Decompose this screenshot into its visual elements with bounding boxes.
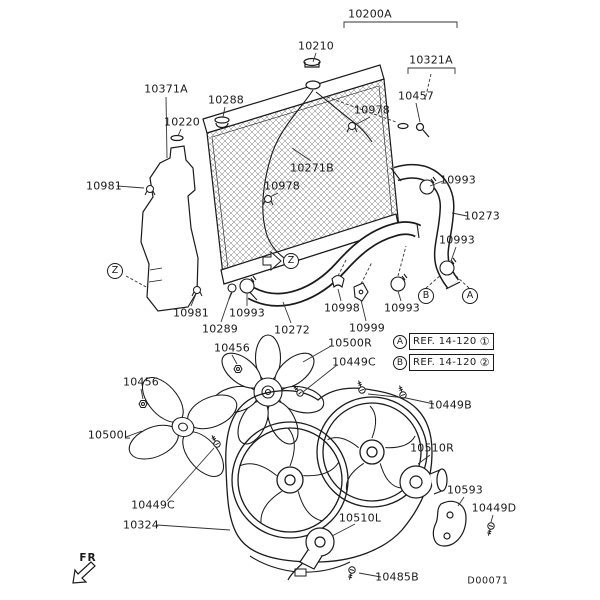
ref-b-sheet-number: ② — [479, 356, 490, 369]
part-label-10981-a: 10981 — [86, 179, 122, 193]
front-direction-arrow-icon — [72, 561, 96, 584]
part-label-10449c-a: 10449C — [332, 355, 376, 369]
part-label-10220: 10220 — [164, 115, 200, 129]
part-label-10993-b: 10993 — [439, 233, 475, 247]
bolt-10449d — [484, 521, 496, 537]
part-label-10456-a: 10456 — [214, 341, 250, 355]
part-label-10456-b: 10456 — [123, 375, 159, 389]
view-marker-b: B — [418, 288, 434, 304]
ref-note-a: A REF. 14-120 ① — [393, 333, 494, 350]
view-z-arrow-icon — [262, 250, 282, 272]
ref-b-key-icon: B — [393, 355, 407, 370]
part-label-10273: 10273 — [464, 209, 500, 223]
front-direction-label: FR — [79, 552, 97, 564]
part-label-10200a: 10200A — [348, 7, 392, 21]
lower-hose — [244, 221, 422, 307]
motor-bottom-10510l — [287, 527, 335, 581]
clamp-10993-d — [390, 273, 408, 292]
leader-lines — [116, 21, 494, 578]
part-label-10321a: 10321A — [409, 53, 453, 67]
valve-10457 — [415, 122, 430, 138]
part-label-10485b: 10485B — [375, 570, 419, 584]
reservoir-tank — [140, 134, 199, 312]
part-label-10324: 10324 — [123, 518, 159, 532]
view-marker-z1: Z — [107, 263, 123, 279]
fan-right — [211, 334, 325, 445]
part-label-10500l: 10500L — [87, 428, 131, 442]
part-label-10510r: 10510R — [410, 441, 454, 455]
bolt-10485b — [345, 565, 357, 581]
part-label-10993-d: 10993 — [384, 301, 420, 315]
radiator — [202, 57, 430, 285]
overflow-tube — [262, 89, 314, 263]
washer-10321a — [397, 122, 409, 130]
part-label-10371a: 10371A — [144, 82, 188, 96]
part-label-10998: 10998 — [324, 301, 360, 315]
part-label-10272: 10272 — [274, 323, 310, 337]
part-label-10978-a: 10978 — [354, 103, 390, 117]
ref-b-box: REF. 14-120 ② — [409, 354, 494, 371]
fan-shroud — [225, 387, 433, 577]
clip-10998 — [331, 274, 345, 289]
dashed-lines — [125, 73, 470, 289]
part-label-10993-a: 10993 — [440, 173, 476, 187]
part-label-10449b: 10449B — [428, 398, 472, 412]
nut-10456-a — [233, 365, 243, 373]
ref-note-b: B REF. 14-120 ② — [393, 354, 494, 371]
part-label-10500r: 10500R — [328, 336, 372, 350]
part-label-10288: 10288 — [208, 93, 244, 107]
cap-10288 — [214, 116, 230, 129]
part-label-10271b: 10271B — [290, 161, 334, 175]
drain-plug-10289 — [227, 283, 237, 300]
bracket-10999 — [353, 282, 369, 302]
part-label-10993-c: 10993 — [229, 306, 265, 320]
part-label-10999: 10999 — [349, 321, 385, 335]
part-label-10210: 10210 — [298, 39, 334, 53]
harness-connector — [294, 568, 307, 577]
part-label-10289: 10289 — [202, 322, 238, 336]
nut-10456-b — [138, 400, 148, 408]
ref-a-key-icon: A — [393, 334, 407, 349]
ref-a-sheet-number: ① — [479, 335, 490, 348]
ref-a-box: REF. 14-120 ① — [409, 333, 494, 350]
part-label-10457: 10457 — [398, 89, 434, 103]
bolt-10449b-a — [355, 379, 367, 395]
ref-a-text: REF. 14-120 — [413, 336, 477, 347]
radiator-cap-10210 — [303, 57, 321, 68]
part-label-10510l: 10510L — [338, 511, 382, 525]
part-label-10978-b: 10978 — [264, 179, 300, 193]
upper-hose — [390, 163, 461, 290]
motor-right-10510r — [399, 465, 448, 499]
diagram-code: D00071 — [467, 575, 509, 587]
part-label-10981-b: 10981 — [173, 306, 209, 320]
part-label-10449c-b: 10449C — [131, 498, 175, 512]
ref-b-text: REF. 14-120 — [413, 357, 477, 368]
part-label-10449d: 10449D — [471, 501, 517, 515]
view-marker-a: A — [462, 288, 478, 304]
fan-left — [128, 377, 238, 477]
filler-neck — [305, 80, 321, 90]
reservoir-cap-10220 — [170, 134, 184, 142]
view-marker-z2: Z — [283, 253, 299, 269]
bracket-10593 — [432, 500, 467, 547]
part-label-10593: 10593 — [447, 483, 483, 497]
